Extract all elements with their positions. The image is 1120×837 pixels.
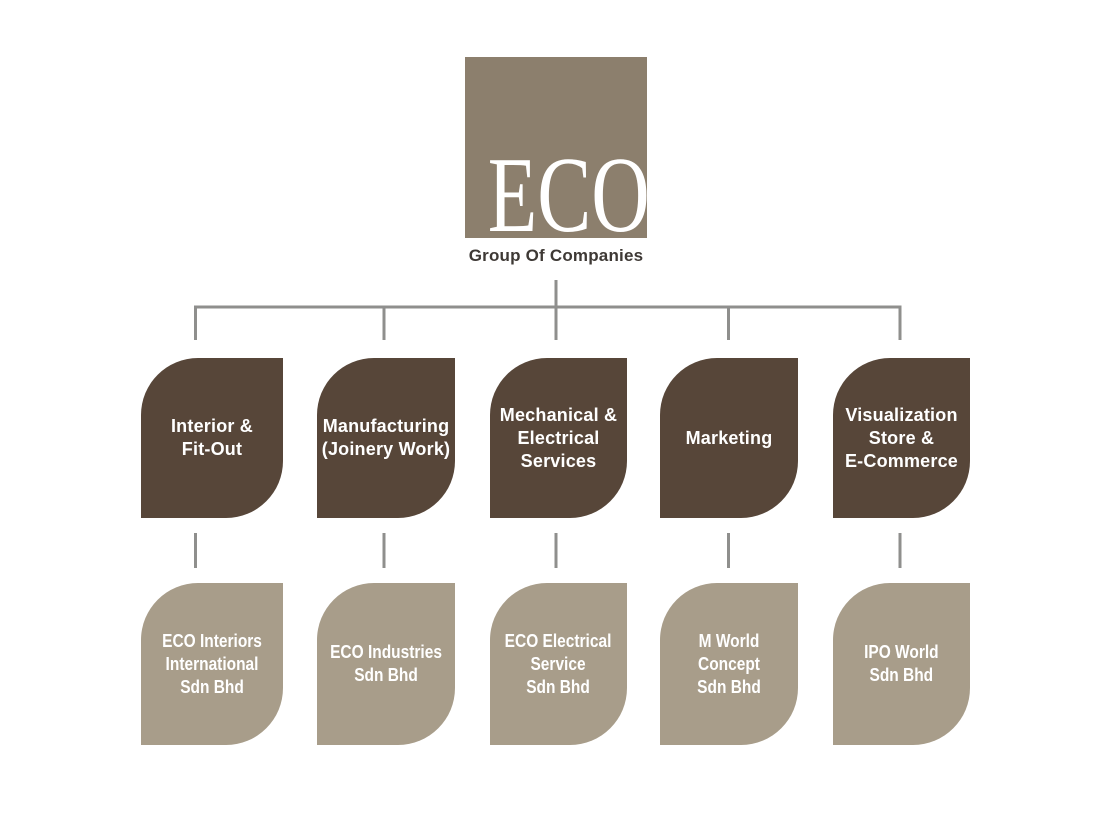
label-line: (Joinery Work) (321, 439, 451, 459)
department-label: Interior & Fit-Out (171, 415, 253, 461)
label-line: Services (520, 450, 597, 471)
label-line: Marketing (685, 427, 773, 448)
department-label: Visualization Store & E-Commerce (845, 404, 958, 473)
subsidiary-label: ECO Industries Sdn Bhd (330, 641, 442, 687)
department-node-mechanical-electrical: Mechanical & Electrical Services (490, 358, 627, 518)
label-line: Sdn Bhd (526, 676, 591, 697)
subsidiary-label: ECO Interiors International Sdn Bhd (162, 630, 262, 699)
label-line: Sdn Bhd (354, 665, 418, 685)
label-line: Mechanical & (499, 404, 618, 425)
label-line: Sdn Bhd (869, 665, 934, 685)
label-line: Store & (868, 427, 935, 448)
department-label: Mechanical & Electrical Services (500, 404, 617, 473)
label-line: Manufacturing (322, 416, 450, 436)
label-line: ECO Industries (330, 642, 442, 662)
logo-square (465, 57, 647, 238)
subsidiary-node-m-world-concept: M World Concept Sdn Bhd (660, 583, 798, 745)
label-line: E-Commerce (844, 450, 959, 471)
subsidiary-node-eco-electrical: ECO Electrical Service Sdn Bhd (490, 583, 627, 745)
label-line: IPO World (864, 642, 939, 662)
label-line: Electrical (517, 427, 600, 448)
department-node-manufacturing: Manufacturing (Joinery Work) (317, 358, 455, 518)
label-line: ECO Electrical (505, 630, 612, 651)
subsidiary-label: M World Concept Sdn Bhd (697, 630, 761, 699)
label-line: Sdn Bhd (697, 676, 761, 697)
label-line: International (165, 653, 259, 674)
department-label: Manufacturing (Joinery Work) (322, 415, 451, 461)
subsidiary-label: IPO World Sdn Bhd (864, 641, 939, 687)
subsidiary-node-ipo-world: IPO World Sdn Bhd (833, 583, 970, 745)
label-line: Fit-Out (181, 439, 243, 459)
department-node-visualization-ecommerce: Visualization Store & E-Commerce (833, 358, 970, 518)
department-label: Marketing (686, 427, 773, 450)
label-line: Concept (698, 653, 760, 674)
label-line: Service (530, 653, 587, 674)
label-line: Visualization (845, 404, 958, 425)
label-line: Sdn Bhd (180, 676, 244, 697)
logo-text: ECO (487, 136, 650, 255)
department-node-interior-fit-out: Interior & Fit-Out (141, 358, 283, 518)
subsidiary-node-eco-interiors: ECO Interiors International Sdn Bhd (141, 583, 283, 745)
logo-tagline: Group Of Companies (468, 246, 644, 265)
label-line: M World (698, 630, 760, 651)
subsidiary-node-eco-industries: ECO Industries Sdn Bhd (317, 583, 455, 745)
label-line: Interior & (170, 416, 253, 436)
department-node-marketing: Marketing (660, 358, 798, 518)
subsidiary-label: ECO Electrical Service Sdn Bhd (505, 630, 612, 699)
label-line: ECO Interiors (162, 630, 262, 651)
